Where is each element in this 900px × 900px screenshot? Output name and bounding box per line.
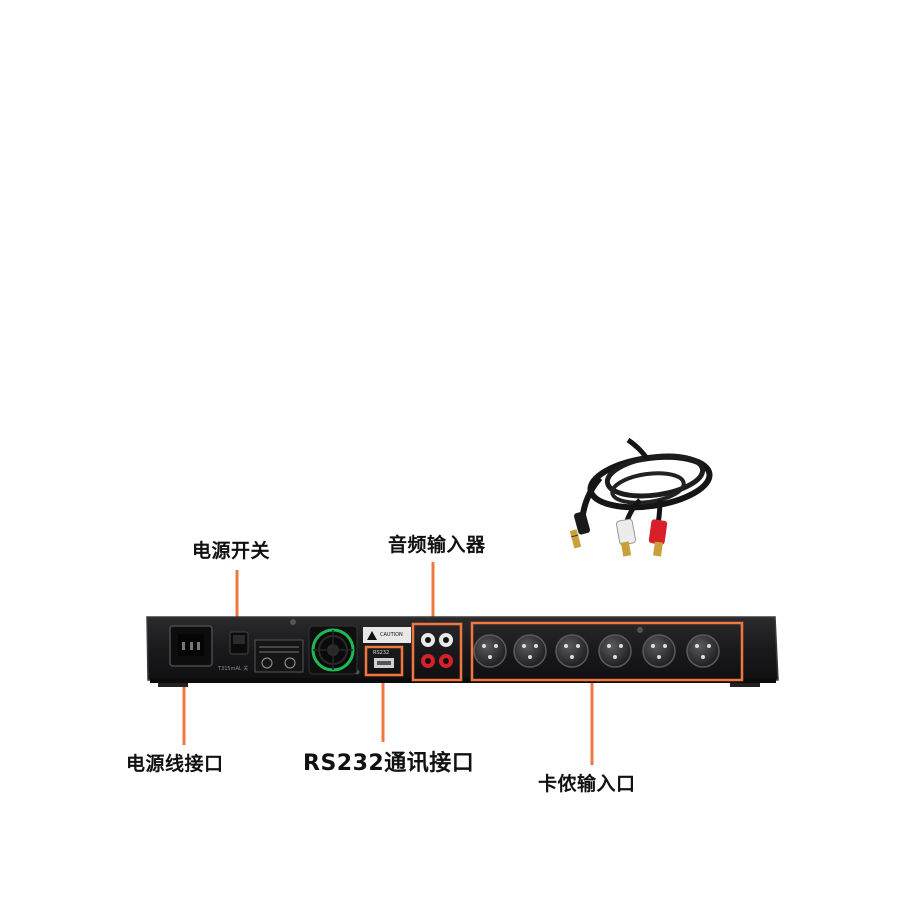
rca-jack-icon: [411, 622, 463, 682]
cooling-fan-icon: [308, 625, 358, 675]
xlr-3: [555, 634, 589, 668]
xlr-1: [473, 634, 507, 668]
callout-power-cord: 电源线接口: [126, 753, 224, 775]
xlr-5: [642, 634, 676, 668]
callout-rs232: RS232通讯接口: [303, 751, 475, 776]
callout-power-switch: 电源开关: [192, 540, 271, 562]
caution-label: CAUTION: [363, 627, 411, 643]
xlr-4: [598, 634, 632, 668]
xlr-6: [686, 634, 720, 668]
xlr-connector-icon: [470, 621, 744, 682]
svg-text:CAUTION: CAUTION: [380, 632, 403, 638]
svg-text:T315mAL 关: T315mAL 关: [217, 665, 248, 672]
spec-label-plate: [254, 639, 304, 673]
iec-power-socket-icon: [169, 625, 213, 667]
rca-cable-icon: [569, 437, 713, 557]
xlr-2: [513, 634, 547, 668]
rocker-switch-icon: T315mAL 关: [217, 631, 249, 672]
callout-xlr-input: 卡侬输入口: [538, 773, 636, 795]
svg-text:RS232: RS232: [373, 650, 389, 656]
usb-port-icon: RS232: [364, 645, 404, 677]
callout-audio-input: 音频输入器: [388, 534, 486, 556]
